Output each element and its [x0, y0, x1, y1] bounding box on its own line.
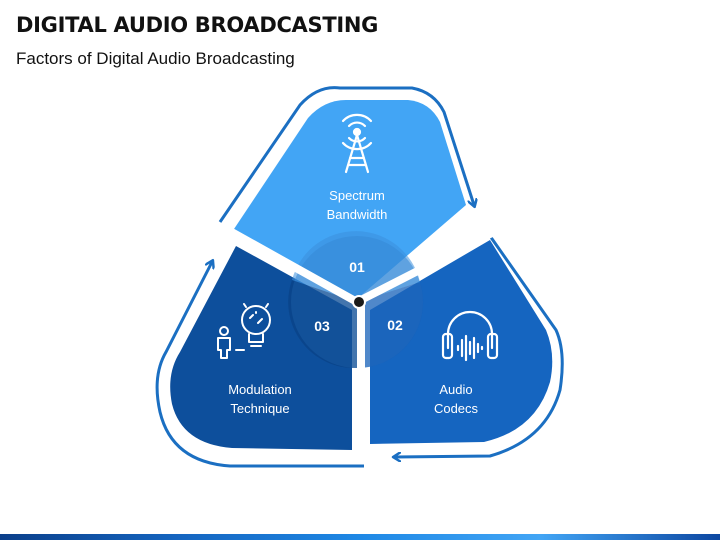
- segment-01-number: 01: [349, 259, 365, 275]
- segment-02-number: 02: [387, 317, 403, 333]
- segment-01-label-line2: Bandwidth: [327, 207, 388, 222]
- headphones-icon: [441, 310, 499, 362]
- bottom-gradient-bar: [0, 534, 720, 540]
- segment-01-outline-arrow: [218, 86, 474, 223]
- segment-02-label-line1: Audio: [439, 382, 472, 397]
- segment-03-outline-arrow: [155, 262, 364, 468]
- segment-01-label-line1: Spectrum: [329, 188, 385, 203]
- segment-02-label-line2: Codecs: [434, 401, 479, 416]
- antenna-tower-icon: [341, 113, 373, 174]
- segment-01-shape: [232, 100, 466, 298]
- segment-03-label-line1: Modulation: [228, 382, 292, 397]
- segment-03-number: 03: [314, 318, 330, 334]
- segment-03-label-line2: Technique: [230, 401, 289, 416]
- page-subtitle: Factors of Digital Audio Broadcasting: [16, 49, 295, 68]
- center-dot: [352, 295, 366, 309]
- idea-bulb-person-icon: [217, 303, 271, 359]
- page-title: DIGITAL AUDIO BROADCASTING: [16, 13, 379, 37]
- segment-02-outline-arrow: [395, 235, 564, 457]
